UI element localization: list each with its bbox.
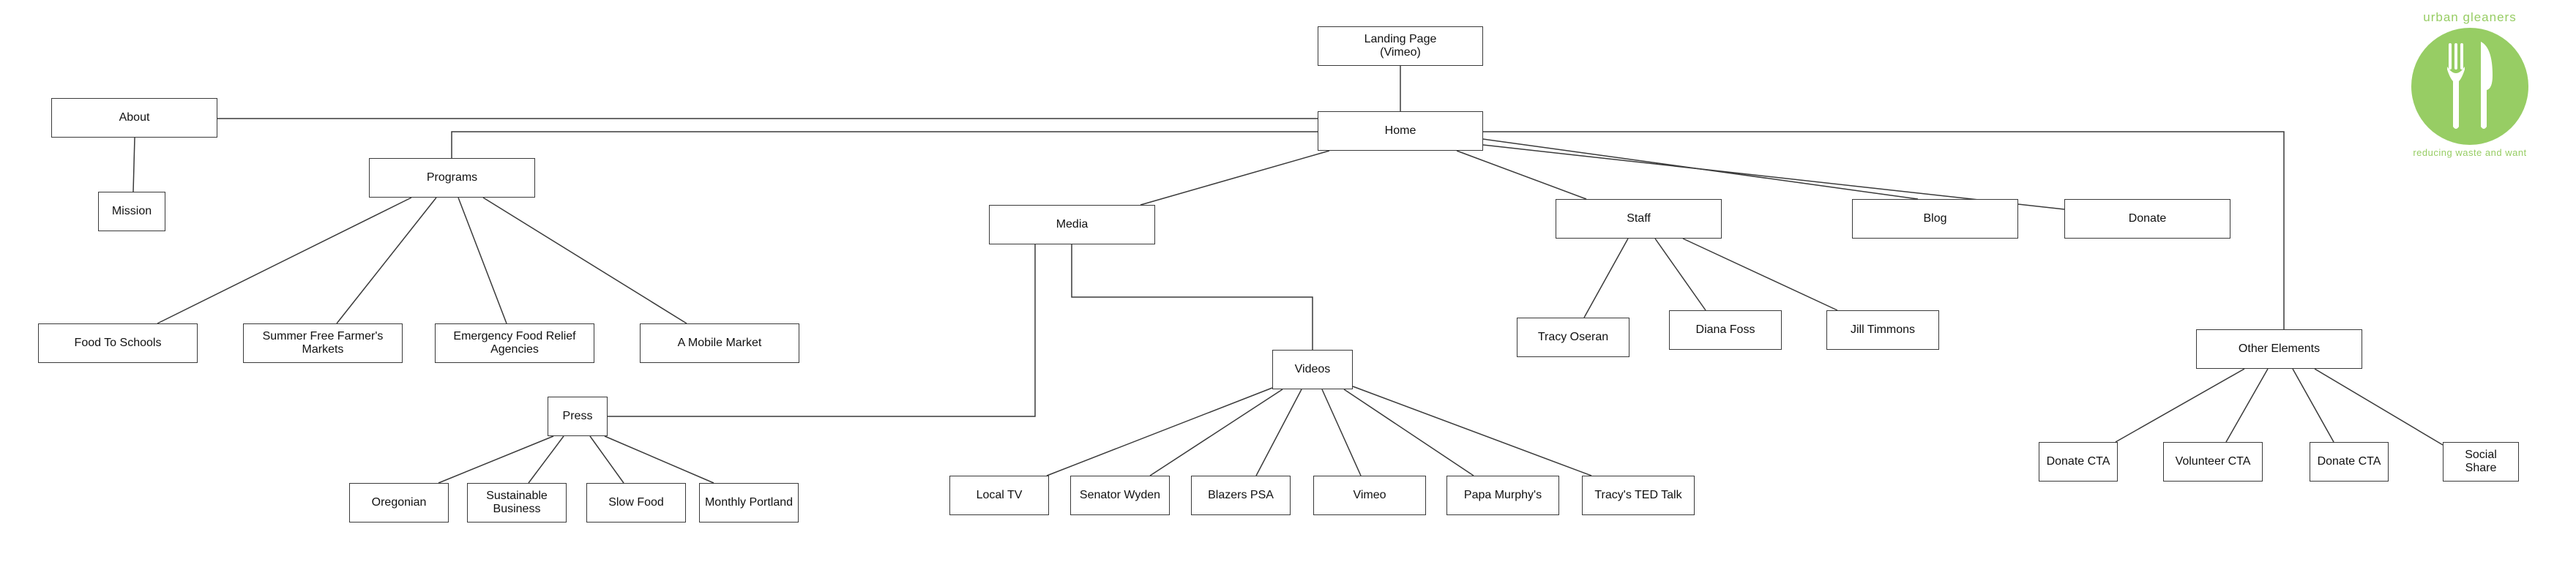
edge-other-elements-to-donate-cta-2 xyxy=(2292,368,2334,443)
edge-videos-to-ted-talk xyxy=(1352,386,1592,476)
edge-home-to-programs xyxy=(451,131,1318,158)
edge-programs-to-food-to-schools xyxy=(157,197,412,324)
node-sustainable-business: Sustainable Business xyxy=(467,483,567,523)
node-donate: Donate xyxy=(2064,199,2230,239)
node-mobile-market: A Mobile Market xyxy=(640,323,799,363)
node-ted-talk: Tracy's TED Talk xyxy=(1582,476,1695,515)
node-blazers-psa: Blazers PSA xyxy=(1191,476,1291,515)
edge-videos-to-local-tv xyxy=(1046,387,1273,476)
node-food-to-schools: Food To Schools xyxy=(38,323,198,363)
node-social-share: Social Share xyxy=(2443,442,2519,482)
node-landing: Landing Page (Vimeo) xyxy=(1318,26,1483,66)
node-programs: Programs xyxy=(369,158,535,198)
node-monthly-portland: Monthly Portland xyxy=(699,483,799,523)
node-staff: Staff xyxy=(1556,199,1722,239)
edge-staff-to-jill-timmons xyxy=(1682,238,1838,311)
node-summer-markets: Summer Free Farmer's Markets xyxy=(243,323,403,363)
edge-press-to-monthly-portland xyxy=(604,435,714,484)
edge-home-to-media xyxy=(1140,150,1330,206)
node-vimeo: Vimeo xyxy=(1313,476,1426,515)
node-home: Home xyxy=(1318,111,1483,151)
edge-staff-to-diana-foss xyxy=(1654,238,1706,311)
node-emergency-relief: Emergency Food Relief Agencies xyxy=(435,323,594,363)
node-tracy-oseran: Tracy Oseran xyxy=(1517,318,1629,357)
node-videos: Videos xyxy=(1272,350,1353,389)
brand-name: urban gleaners xyxy=(2423,10,2517,24)
edge-other-elements-to-social-share xyxy=(2314,368,2444,446)
node-local-tv: Local TV xyxy=(949,476,1049,515)
edge-media-to-videos xyxy=(1071,244,1313,350)
node-press: Press xyxy=(548,397,608,436)
node-donate-cta-1: Donate CTA xyxy=(2039,442,2118,482)
edge-about-to-mission xyxy=(132,137,135,192)
edge-programs-to-emergency-relief xyxy=(458,197,507,324)
node-oregonian: Oregonian xyxy=(349,483,449,523)
node-donate-cta-2: Donate CTA xyxy=(2310,442,2389,482)
node-blog: Blog xyxy=(1852,199,2018,239)
edge-other-elements-to-volunteer-cta xyxy=(2225,368,2269,443)
edge-press-to-slow-food xyxy=(589,435,624,484)
node-jill-timmons: Jill Timmons xyxy=(1826,310,1939,350)
edge-programs-to-mobile-market xyxy=(482,197,687,324)
edge-home-to-other-elements xyxy=(1483,131,2285,329)
node-slow-food: Slow Food xyxy=(586,483,686,523)
edge-staff-to-tracy-oseran xyxy=(1583,238,1629,318)
node-other-elements: Other Elements xyxy=(2196,329,2362,369)
node-media: Media xyxy=(989,205,1155,244)
edge-videos-to-blazers-psa xyxy=(1255,389,1302,476)
node-senator-wyden: Senator Wyden xyxy=(1070,476,1170,515)
edge-programs-to-summer-markets xyxy=(336,197,437,324)
edge-media-to-press xyxy=(608,244,1036,417)
node-volunteer-cta: Volunteer CTA xyxy=(2163,442,2263,482)
edge-home-to-donate xyxy=(1482,144,2065,210)
edge-other-elements-to-donate-cta-1 xyxy=(2115,368,2245,443)
edge-press-to-sustainable-business xyxy=(528,435,564,484)
edge-home-to-staff xyxy=(1456,150,1587,200)
node-about: About xyxy=(51,98,217,138)
edge-videos-to-papa-murphys xyxy=(1343,389,1474,476)
node-mission: Mission xyxy=(98,192,165,231)
edge-videos-to-senator-wyden xyxy=(1149,389,1283,476)
fork-and-knife-icon xyxy=(2411,28,2528,145)
node-papa-murphys: Papa Murphy's xyxy=(1446,476,1559,515)
edge-press-to-oregonian xyxy=(438,435,554,484)
node-diana-foss: Diana Foss xyxy=(1669,310,1782,350)
edge-videos-to-vimeo xyxy=(1321,389,1362,476)
brand-tagline: reducing waste and want xyxy=(2413,147,2527,158)
